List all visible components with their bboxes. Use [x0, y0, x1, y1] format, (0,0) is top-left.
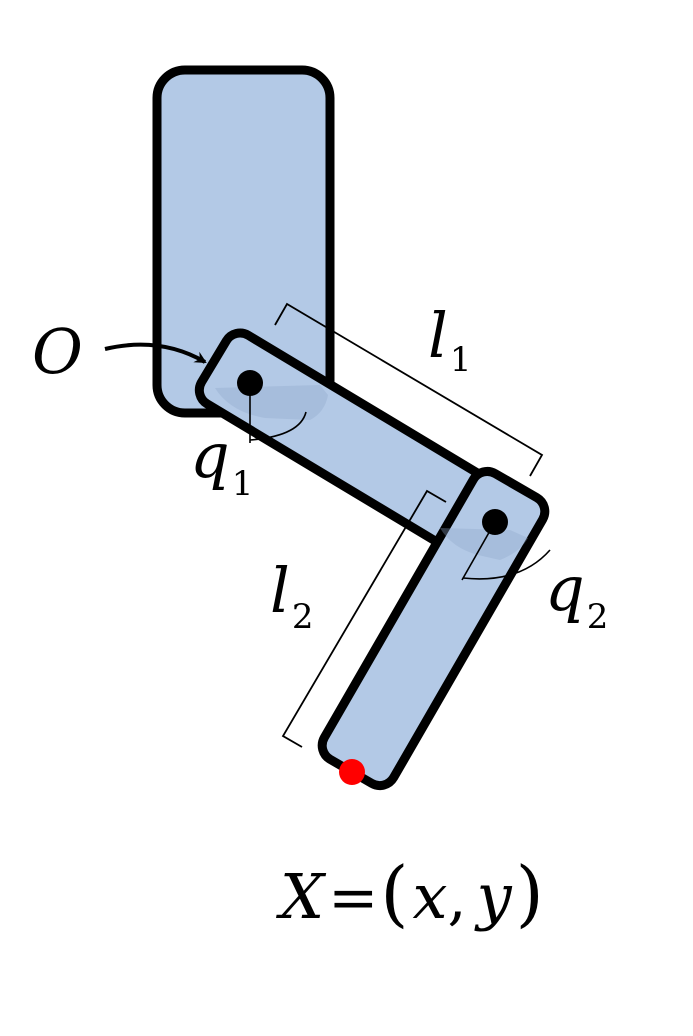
origin-arrow	[104, 342, 207, 364]
l1-dimension-bracket	[274, 302, 544, 477]
joint-1-dot	[237, 370, 263, 396]
q2-label: q2	[545, 552, 608, 637]
origin-label: O	[32, 315, 83, 388]
joint-1-angle-arc	[249, 411, 307, 441]
q1-label: q1	[190, 419, 253, 504]
l2-dimension-bracket	[281, 489, 447, 748]
l1-label: l1	[428, 299, 471, 380]
end-effector-dot	[339, 759, 365, 785]
end-effector-label: X=(x,y)	[276, 851, 544, 935]
joint-2-dot	[482, 509, 508, 535]
l2-label: l2	[270, 554, 313, 637]
overlap-shadow-2	[440, 528, 528, 560]
joint-2-angle-arc	[462, 549, 551, 580]
